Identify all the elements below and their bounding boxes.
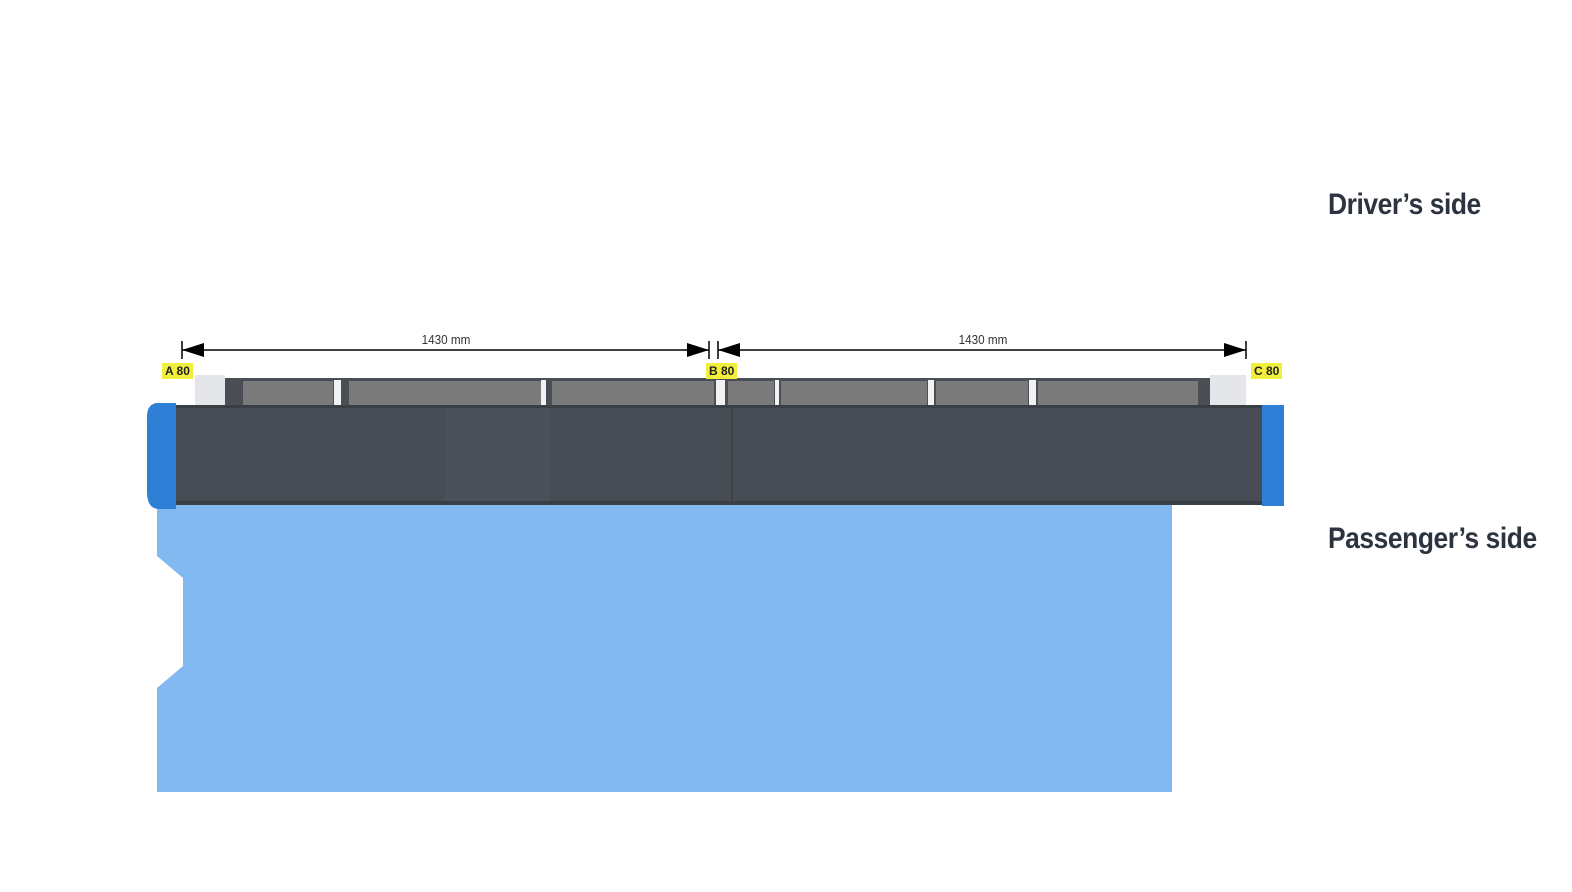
marker-tag-b: B 80 [706, 363, 738, 379]
tray-panel [243, 381, 333, 405]
crossbar-support [1029, 380, 1036, 406]
end-cap-right [1262, 405, 1284, 506]
rack-bar-top-edge [168, 405, 1276, 408]
tray-panel [781, 381, 927, 405]
tray-panel [552, 381, 714, 405]
crossbar-support [541, 380, 546, 406]
dimension-line-1 [181, 341, 710, 359]
dimension-label: 1430 mm [421, 332, 471, 347]
driver-side-label: Driver’s side [1328, 188, 1481, 221]
tray-panel [728, 381, 774, 405]
crossbar-support [928, 380, 934, 406]
passenger-side-label: Passenger’s side [1328, 522, 1537, 555]
rack-bar [168, 405, 1276, 505]
tray-panel [1038, 381, 1198, 405]
vehicle-body [157, 500, 1172, 792]
end-bracket-right [1210, 375, 1246, 407]
rack-bar-bottom-edge [168, 501, 1276, 505]
crossbar-support [716, 380, 725, 406]
end-cap-left [146, 403, 176, 509]
crossbar-support [334, 380, 341, 406]
marker-tag-c: C 80 [1251, 363, 1283, 379]
rack-bar-shade [445, 408, 550, 502]
end-bracket-left [195, 375, 225, 407]
tray-panel [936, 381, 1028, 405]
crossbar-support [775, 380, 779, 406]
dimension-label: 1430 mm [958, 332, 1008, 347]
tray-panel [349, 381, 541, 405]
marker-tag-a: A 80 [162, 363, 193, 379]
dimension-line-2 [717, 341, 1247, 359]
